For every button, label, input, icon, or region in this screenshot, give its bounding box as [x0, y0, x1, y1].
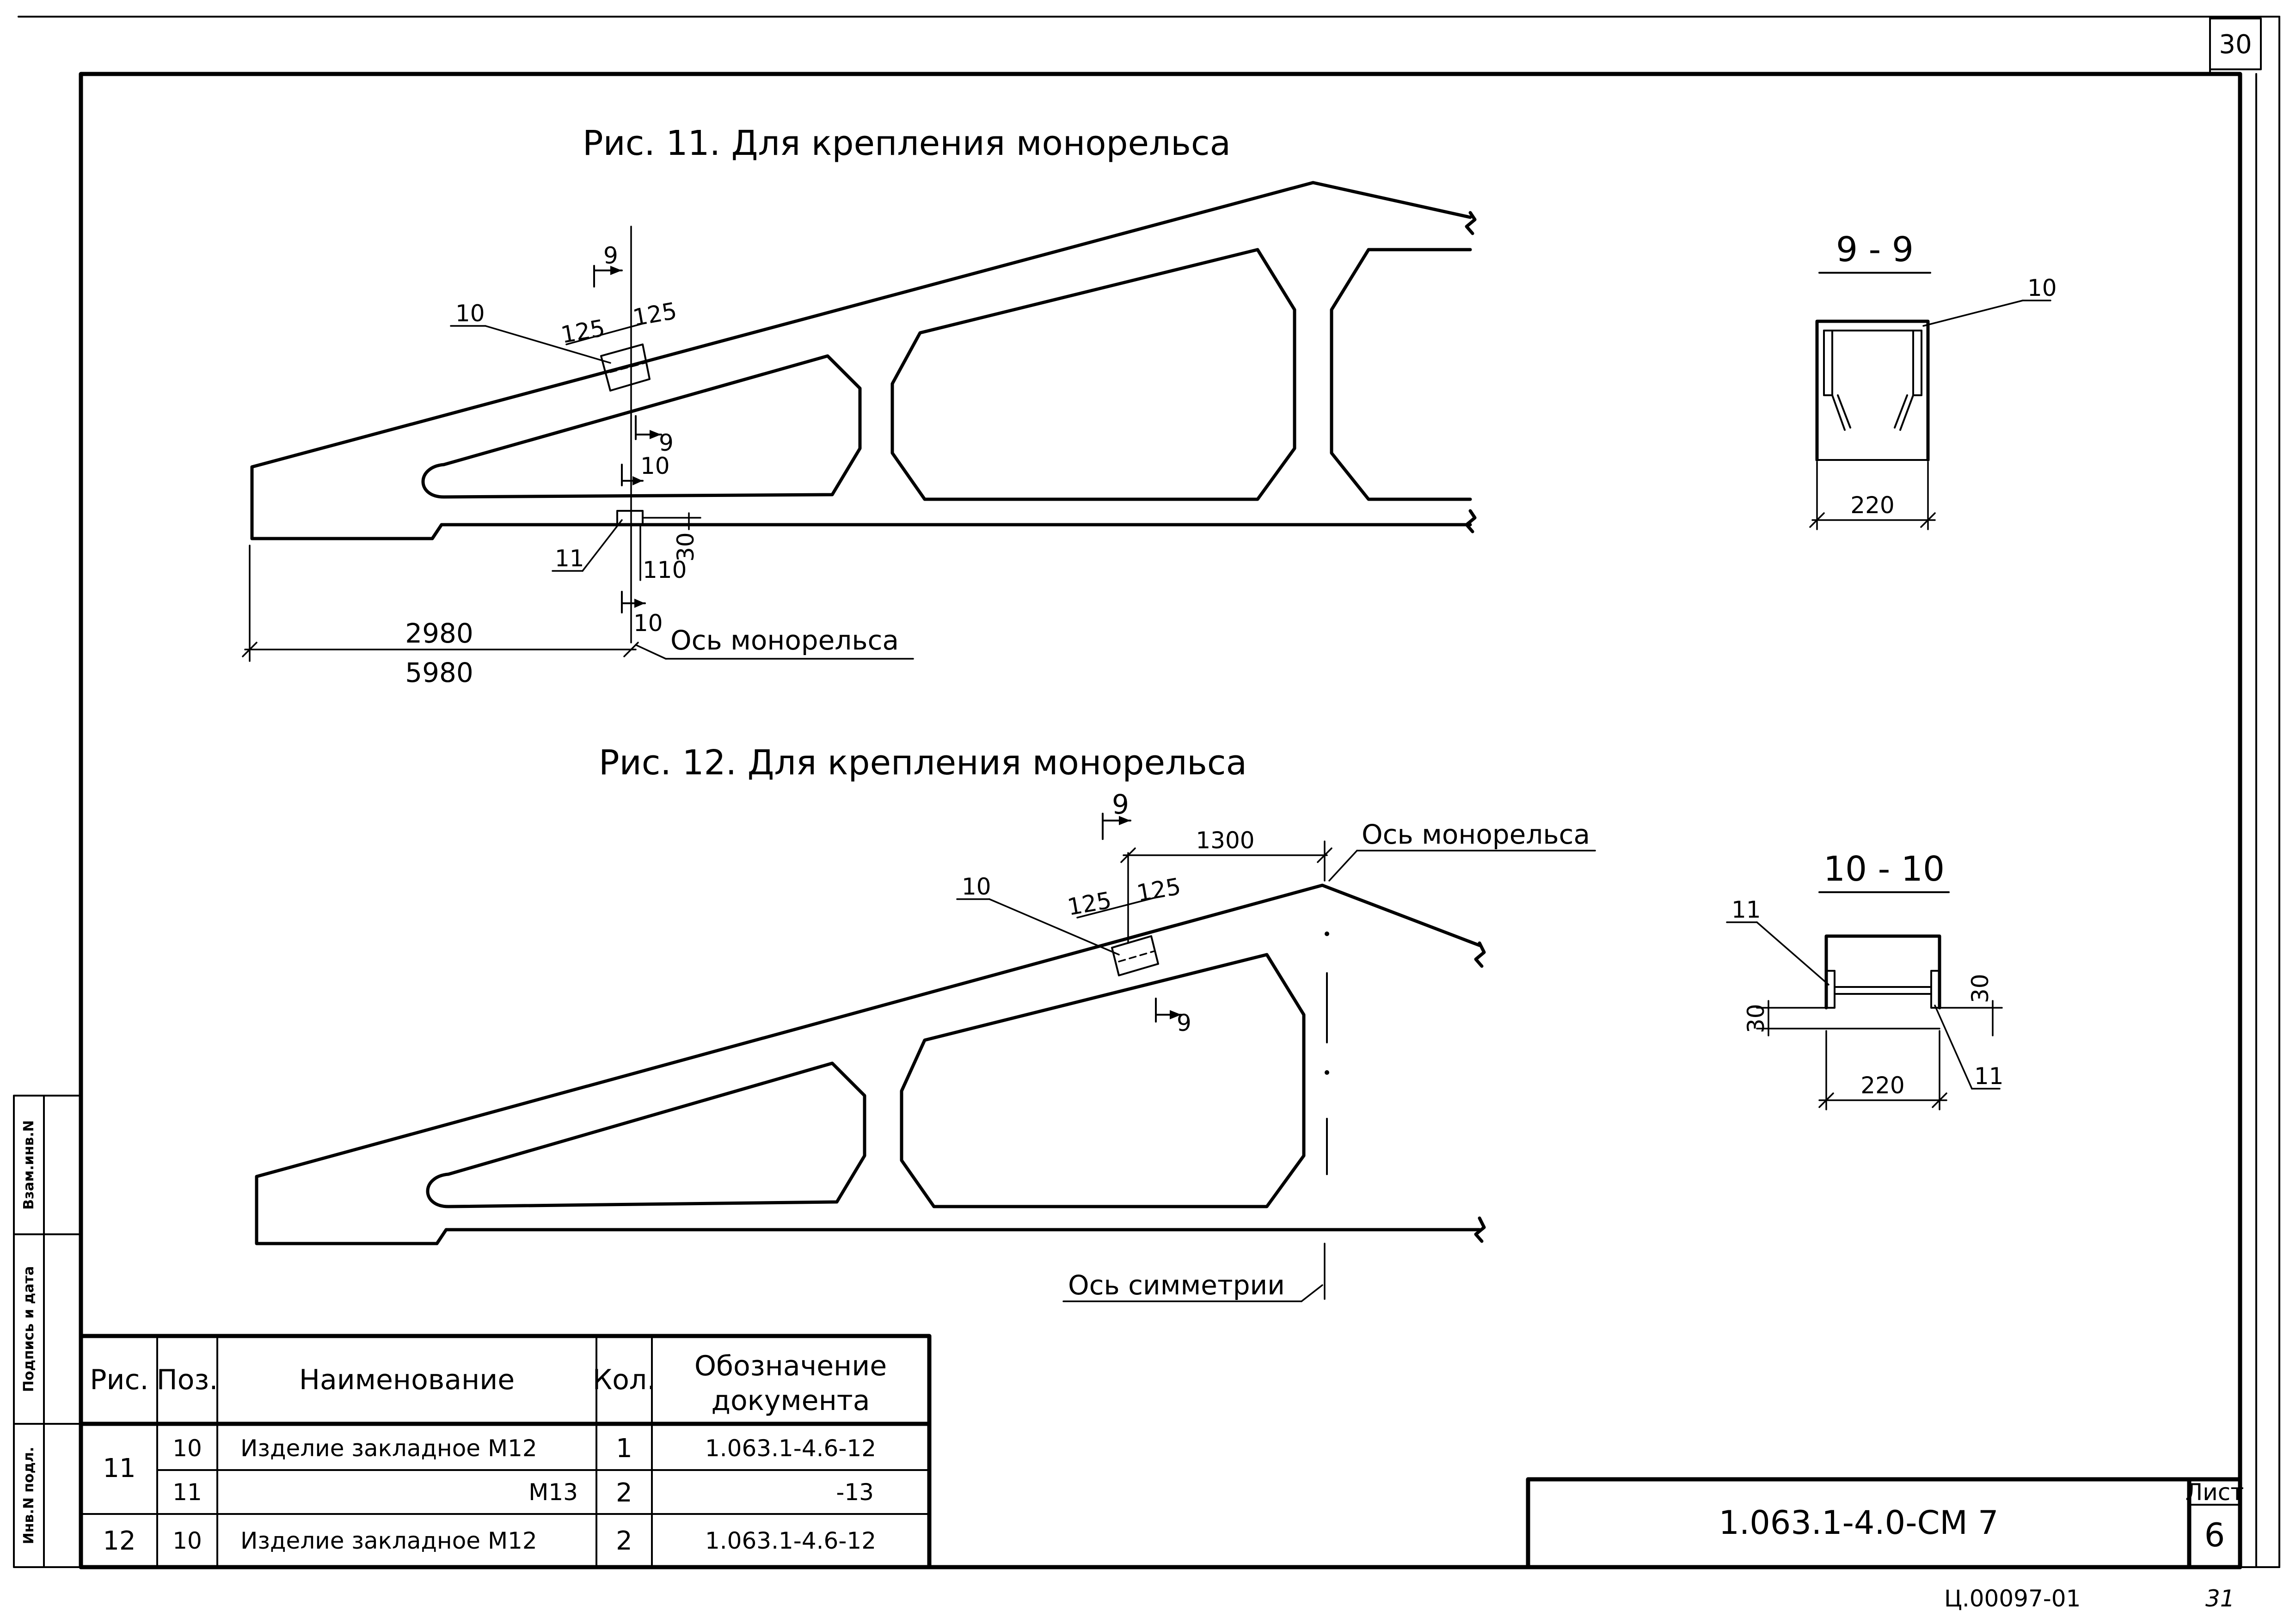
fig12-symmetry-label: Ось симметрии	[1068, 1269, 1285, 1301]
fig12-cut-9-top: 9	[1102, 789, 1131, 840]
svg-text:9: 9	[1177, 1010, 1191, 1036]
fig11-dim-2980: 2980	[405, 618, 473, 649]
fig11-opening-right	[1330, 248, 1472, 501]
spec-header-fig: Рис.	[90, 1364, 148, 1396]
fig11-pos-10-label: 10	[455, 300, 485, 327]
spec-row-1-name: Изделие закладное М12	[240, 1435, 537, 1462]
title-list-number: 6	[2204, 1516, 2225, 1554]
spec-header-name: Наименование	[299, 1364, 515, 1396]
side-stamp-replace-inv: Взам.инв.N	[21, 1120, 37, 1210]
svg-text:10: 10	[640, 453, 670, 479]
fig12-dim-1300: 1300	[1196, 827, 1254, 854]
fig11-axis-label: Ось монорельса	[670, 625, 899, 656]
fig12-dim-125-left: 125	[1065, 887, 1113, 921]
spec-row-3-fig: 12	[103, 1526, 135, 1556]
figure-11: Рис. 11. Для крепления монорельса 10 125…	[242, 123, 1477, 688]
title-list-label: Лист	[2185, 1479, 2244, 1506]
bottom-code: Ц.00097-01	[1944, 1585, 2081, 1612]
spec-row-3-doc: 1.063.1-4.6-12	[705, 1527, 876, 1554]
spec-row-2-name: М13	[528, 1479, 578, 1506]
fig11-caption: Рис. 11. Для крепления монорельса	[583, 123, 1231, 163]
fig11-dim-30: 30	[672, 532, 699, 562]
spec-row-2-pos: 11	[172, 1479, 202, 1506]
fig11-dim-5980: 5980	[405, 657, 473, 688]
title-block: 1.063.1-4.0-СМ 7 Лист 6	[1526, 1477, 2244, 1569]
svg-text:9: 9	[1112, 789, 1129, 820]
spec-row-3-name: Изделие закладное М12	[240, 1527, 537, 1554]
svg-text:10: 10	[633, 610, 663, 637]
fig11-cut-10-bottom: 10	[621, 591, 663, 637]
spec-row-2-qty: 2	[616, 1478, 632, 1508]
section-10-10-pos-11-top: 11	[1731, 896, 1761, 923]
fig11-dim-125-right: 125	[631, 297, 679, 331]
fig11-pos-11-label: 11	[555, 545, 584, 572]
spec-row-1-qty: 1	[616, 1434, 632, 1464]
fig11-embedded-10	[600, 226, 651, 643]
section-10-10-pos-11-bottom: 11	[1974, 1063, 2004, 1090]
fig12-opening-large	[900, 953, 1306, 1208]
fig12-dim-125-right: 125	[1135, 873, 1183, 907]
fig12-opening-small	[426, 1061, 866, 1208]
fig11-cut-9-top: 9	[593, 242, 623, 288]
section-10-10-title: 10 - 10	[1823, 849, 1945, 889]
spec-row-1-fig: 11	[103, 1453, 135, 1483]
spec-row-3-qty: 2	[616, 1526, 632, 1556]
fig11-cut-9-bottom: 9	[635, 415, 674, 456]
spec-row-3-pos: 10	[172, 1527, 202, 1554]
section-9-9-dim-220: 220	[1850, 492, 1894, 519]
figure-12: Рис. 12. Для крепления монорельса 10 125…	[255, 743, 1596, 1302]
spec-header-doc-2: документа	[711, 1385, 870, 1417]
sheet-number-top: 30	[2219, 30, 2252, 60]
fig12-pos-10-label: 10	[962, 873, 991, 900]
fig12-embedded-10	[1111, 852, 1159, 976]
section-10-10: 10 - 10 11 11 30 30 220	[1726, 849, 2004, 1110]
spec-row-1-doc: 1.063.1-4.6-12	[705, 1435, 876, 1462]
spec-table: Рис. Поз. Наименование Кол. Обозначение …	[79, 1334, 932, 1569]
section-9-9-pos-10: 10	[2027, 275, 2057, 301]
fig11-opening-small	[421, 354, 862, 499]
fig12-beam-outline	[255, 883, 1481, 1245]
fig11-dim-110: 110	[643, 557, 687, 583]
section-10-10-dim-220: 220	[1860, 1072, 1904, 1099]
spec-header-pos: Поз.	[157, 1364, 218, 1396]
fig11-opening-large	[890, 248, 1296, 501]
spec-row-2-doc: -13	[836, 1479, 874, 1506]
section-9-9: 9 - 9 10 220	[1809, 230, 2057, 530]
spec-header-doc-1: Обозначение	[694, 1350, 887, 1382]
section-10-10-dim-30-left: 30	[1743, 1004, 1769, 1033]
side-stamp: Взам.инв.N Подпись и дата Инв.N подл.	[13, 1095, 82, 1568]
svg-text:9: 9	[659, 429, 674, 456]
section-10-10-dim-30-right: 30	[1967, 974, 1994, 1003]
spec-header-qty: Кол.	[593, 1364, 656, 1396]
fig12-caption: Рис. 12. Для крепления монорельса	[599, 743, 1247, 783]
svg-text:9: 9	[603, 242, 618, 269]
sheet-frame: 30	[18, 16, 2280, 1569]
spec-row-1-pos: 10	[172, 1435, 202, 1462]
fig12-axis-label: Ось монорельса	[1362, 819, 1590, 850]
side-stamp-inv-original: Инв.N подл.	[21, 1447, 37, 1544]
fig11-embedded-11	[616, 510, 644, 526]
fig11-dim-125-left: 125	[559, 314, 607, 349]
fig12-cut-9-bottom: 9	[1155, 998, 1191, 1036]
side-stamp-signature-date: Подпись и дата	[21, 1266, 37, 1392]
fig11-beam-outline	[250, 181, 1472, 540]
title-designation: 1.063.1-4.0-СМ 7	[1719, 1504, 1998, 1542]
bottom-page: 31	[2205, 1585, 2235, 1612]
section-9-9-title: 9 - 9	[1836, 230, 1914, 270]
fig11-cut-10-top: 10	[621, 453, 670, 486]
